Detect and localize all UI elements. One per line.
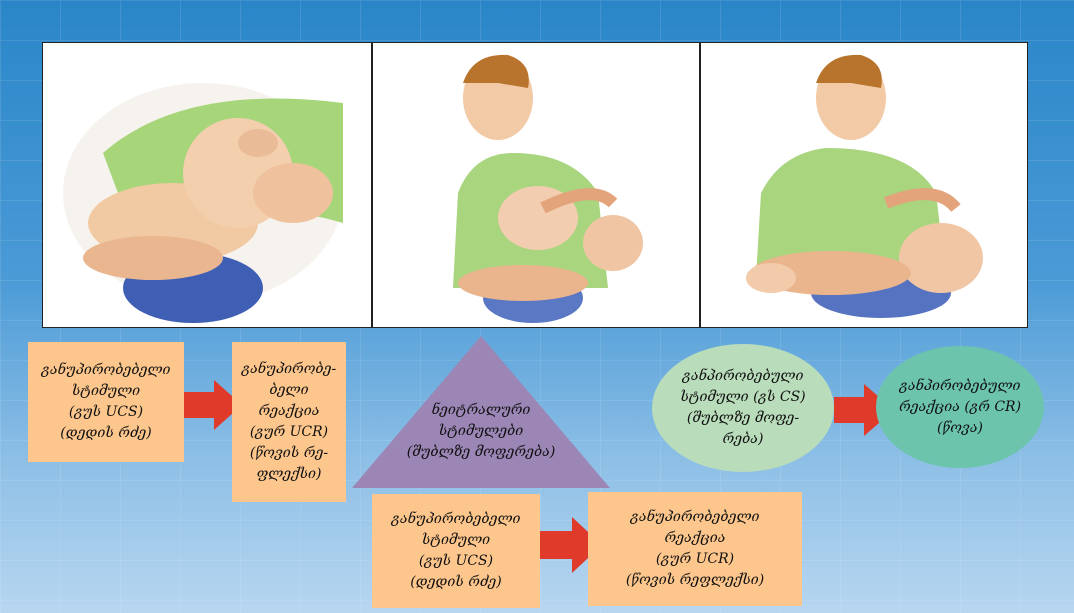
panel-forehead-stroking (372, 42, 700, 328)
mother-nursing-baby-illustration (43, 43, 372, 328)
ucs-text-top: განუპირობებელი სტიმული (გუს UCS) (დედის … (42, 360, 171, 444)
ucr-box-top: განუპირობე- ბელი რეაქცია (გურ UCR) (წოვი… (232, 342, 346, 502)
neutral-stimulus-text: ნეიტრალური სტიმულები (შუბლზე მოფერება) (372, 400, 590, 463)
cs-text: განპირობებული სტიმული (გს CS) (შუბლზე მო… (680, 366, 805, 450)
ucs-text-bottom: განუპირობებელი სტიმული (გუს UCS) (დედის … (392, 509, 521, 593)
panel-stroking-nursing (700, 42, 1028, 328)
ucs-box-bottom: განუპირობებელი სტიმული (გუს UCS) (დედის … (372, 494, 540, 608)
mother-stroking-baby-nursing-illustration (701, 43, 1028, 328)
cs-ellipse: განპირობებული სტიმული (გს CS) (შუბლზე მო… (652, 344, 834, 472)
ucr-text-bottom: განუპირობებელი რეაქცია (გურ UCR) (წოვის … (626, 507, 764, 591)
cr-text: განპირობებული რეაქცია (გრ CR) (წოვა) (899, 376, 1021, 439)
cr-ellipse: განპირობებული რეაქცია (გრ CR) (წოვა) (876, 346, 1044, 468)
panel-nursing (42, 42, 372, 328)
ucs-box-top: განუპირობებელი სტიმული (გუს UCS) (დედის … (28, 342, 184, 462)
ucr-text-top: განუპირობე- ბელი რეაქცია (გურ UCR) (წოვი… (242, 359, 337, 485)
ucr-box-bottom: განუპირობებელი რეაქცია (გურ UCR) (წოვის … (588, 492, 802, 606)
mother-stroking-forehead-illustration (373, 43, 700, 328)
